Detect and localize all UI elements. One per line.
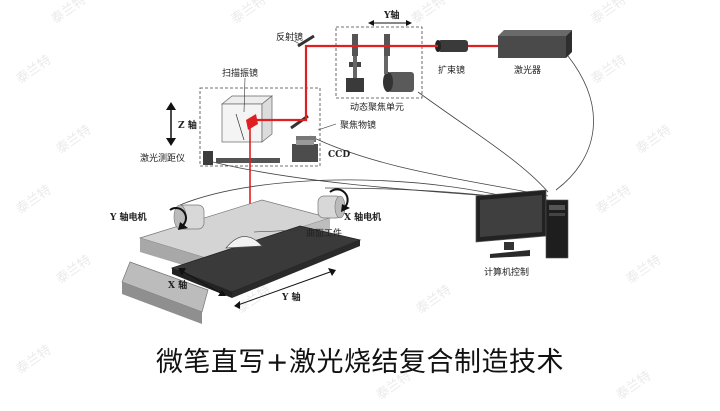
watermark: 泰兰特	[229, 0, 270, 27]
x-motor-arrow-head	[341, 204, 350, 212]
label-y-axis-bottom: Y 轴	[281, 291, 301, 303]
watermark: 泰兰特	[14, 53, 55, 88]
y-axis-top-arrow	[368, 20, 412, 26]
label-x-motor: X 轴电机	[344, 211, 381, 223]
watermark: 泰兰特	[54, 123, 95, 158]
watermark: 泰兰特	[589, 53, 630, 88]
figure-caption: 微笔直写+激光烧结复合制造技术	[155, 347, 565, 378]
cable-focus-unit	[417, 91, 549, 193]
leader-lines	[243, 39, 337, 233]
watermark: 泰兰特	[624, 253, 665, 288]
x-motor-rotation-arrow	[329, 188, 349, 209]
watermark: 泰兰特	[589, 0, 630, 27]
label-beam-expander: 扩束镜	[438, 64, 465, 76]
label-dynamic-focus: 动态聚焦单元	[350, 101, 404, 113]
watermark: 泰兰特	[414, 283, 455, 318]
watermark: 泰兰特	[49, 0, 90, 27]
watermark: 泰兰特	[594, 183, 635, 218]
rangefinder-rail	[216, 158, 280, 163]
label-z-axis: Z 轴	[178, 119, 197, 131]
watermark: 泰兰特	[14, 183, 55, 218]
laser-rangefinder	[203, 151, 213, 165]
galvo-frame	[199, 87, 321, 167]
label-y-axis-top: Y轴	[383, 9, 399, 21]
focus-unit-frame	[335, 26, 423, 99]
curved-workpiece	[225, 236, 263, 249]
motion-stage	[121, 195, 362, 324]
y-motor-rotation-arrow	[169, 207, 187, 227]
label-y-motor: Y 轴电机	[109, 211, 147, 223]
watermark: 泰兰特	[634, 123, 675, 158]
label-laser-rangefinder: 激光测距仪	[140, 152, 185, 164]
label-focus-lens: 聚焦物镜	[340, 119, 376, 131]
watermark: 泰兰特	[54, 253, 95, 288]
beam-expander	[435, 40, 468, 52]
watermark: 泰兰特	[409, 0, 450, 27]
label-reflector: 反射镜	[276, 31, 303, 43]
dynamic-focus-unit	[346, 34, 414, 92]
label-workpiece: 曲面工件	[306, 227, 342, 239]
label-ccd: CCD	[328, 150, 350, 160]
cable-galvo	[309, 135, 549, 197]
computer	[475, 189, 569, 259]
laser-source	[498, 30, 572, 58]
label-computer: 计算机控制	[484, 266, 529, 278]
label-laser: 激光器	[514, 64, 541, 76]
laser-beam-path	[256, 44, 438, 122]
reflector-mirror-top	[297, 34, 315, 48]
focus-lens	[292, 136, 318, 162]
y-axis-bottom-arrow	[234, 268, 336, 309]
x-axis-arrow	[178, 268, 226, 296]
cable-laser	[555, 55, 594, 191]
label-x-axis: X 轴	[168, 279, 187, 291]
z-axis-arrow	[166, 102, 176, 146]
y-motor-arrow-head	[178, 222, 188, 230]
label-scan-galvo: 扫描振镜	[222, 67, 258, 79]
